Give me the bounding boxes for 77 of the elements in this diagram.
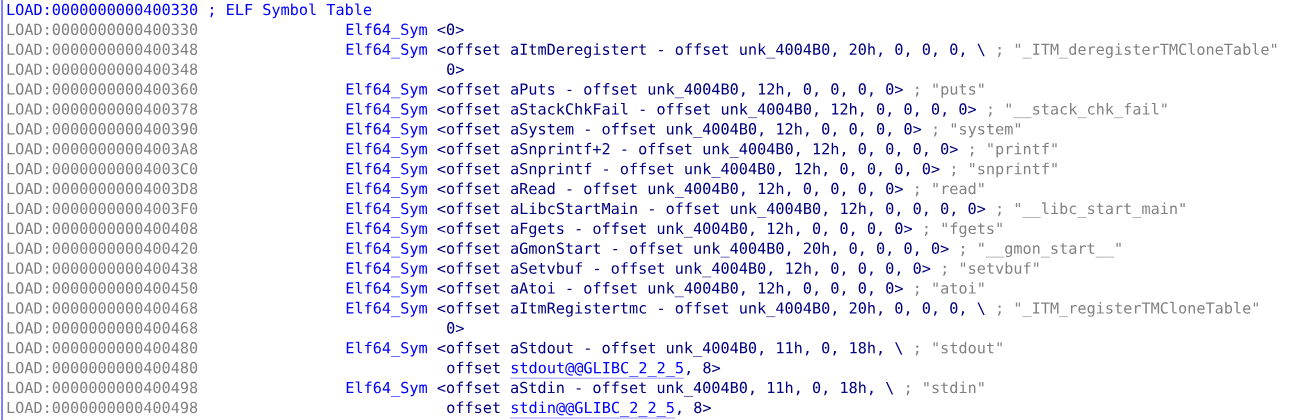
directive-text: Elf64_Sym <box>346 142 427 158</box>
operand-text: <offset aSnprintf - offset unk_4004B0, 12h, 0, 0, 0, 0> <box>437 162 940 178</box>
operand-text: <offset aAtoi - offset unk_4004B0, 12h, 0, 0, 0, 0> <box>437 282 903 298</box>
operand-text: 0> <box>447 322 464 334</box>
operand-text: <offset aPuts - offset unk_4004B0, 12h, 0, 0, 0, 0> <box>437 83 903 99</box>
address-text: LOAD:0000000000400408 <box>7 222 198 235</box>
symbol-link: stdin@@GLIBC_2_2_5 <box>510 401 676 419</box>
directive-text: Elf64_Sym <box>346 162 427 178</box>
operand-text: , 8> <box>677 401 711 416</box>
comment-text: ; "puts" <box>915 83 984 98</box>
comment-text: ; "fgets" <box>924 222 1002 238</box>
address-text: LOAD:0000000000400468 <box>7 302 198 314</box>
operand-text: <offset aStdout - offset unk_4004B0, 11h, 0, 18h, \ <box>437 341 903 357</box>
symbol-link: stdout@@GLIBC_2_2_5 <box>510 361 685 379</box>
directive-text: Elf64_Sym <box>346 182 427 198</box>
address-text: LOAD:0000000000400480 <box>7 361 198 374</box>
comment-text: ; "system" <box>934 123 1020 138</box>
directive-text: Elf64_Sym <box>346 262 427 278</box>
address-text: LOAD:0000000000400360 <box>7 83 198 95</box>
operand-text: <offset aFgets - offset unk_4004B0, 12h, 0, 0, 0, 0> <box>437 222 912 238</box>
directive-text: Elf64_Sym <box>346 122 427 138</box>
operand-text: <offset aStdin - offset unk_4004B0, 11h, 0, 18h, \ <box>437 381 894 397</box>
comment-text: ; "printf" <box>970 142 1057 158</box>
address-text: LOAD:0000000000400348 <box>7 43 198 55</box>
address-text: LOAD:0000000000400390 <box>7 123 198 135</box>
address-text: LOAD:00000000004003F0 <box>7 202 198 215</box>
operand-text: <offset aRead - offset unk_4004B0, 12h, 0, 0, 0, 0> <box>437 182 903 198</box>
address-text: LOAD:0000000000400498 <box>7 401 198 414</box>
operand-text: , 8> <box>687 361 721 376</box>
operand-text: <offset aItmRegistertmc - offset unk_4004B0, 20h, 0, 0, 0, \ <box>437 301 985 318</box>
address-text: LOAD:0000000000400480 <box>7 342 198 354</box>
address-text: LOAD:00000000004003D8 <box>7 182 198 195</box>
directive-text: Elf64_Sym <box>346 222 427 238</box>
comment-text: ; "_ITM_deregisterTMCloneTable" <box>998 43 1277 59</box>
comment-text: ; "setvbuf" <box>943 262 1039 276</box>
comment-text: ; "__gmon_start__" <box>961 242 1121 258</box>
comment-text: ; "read" <box>915 182 984 197</box>
operand-text: offset <box>447 401 500 414</box>
comment-text: ; "snprintf" <box>952 162 1057 178</box>
comment-text: ; "__stack_chk_fail" <box>988 102 1167 119</box>
address-text: LOAD:0000000000400498 <box>7 381 198 394</box>
operand-text: <offset aLibcStartMain - offset unk_4004B0, 12h, 0, 0, 0, 0> <box>437 202 986 218</box>
directive-text: Elf64_Sym <box>346 242 427 258</box>
address-text: LOAD:0000000000400468 <box>7 322 198 334</box>
directive-text: Elf64_Sym <box>346 83 427 99</box>
operand-text: <offset aSnprintf+2 - offset unk_4004B0, 12h, 0, 0, 0, 0> <box>437 142 958 158</box>
directive-text: Elf64_Sym <box>346 301 427 318</box>
comment-text: ; "__libc_start_main" <box>998 202 1185 218</box>
address-text: LOAD:0000000000400330 <box>7 23 198 36</box>
operand-text: <offset aStackChkFail - offset unk_4004B0, 12h, 0, 0, 0, 0> <box>437 102 977 119</box>
address-text: LOAD:0000000000400348 <box>7 63 198 75</box>
comment-text: ; ELF Symbol Table <box>210 3 372 19</box>
address-text: LOAD:0000000000400378 <box>7 103 198 115</box>
address-text: LOAD:0000000000400450 <box>7 282 198 294</box>
directive-text: Elf64_Sym <box>346 23 427 39</box>
address-text: LOAD:0000000000400420 <box>7 242 198 254</box>
operand-text: 0> <box>447 63 464 75</box>
directive-text: Elf64_Sym <box>346 102 427 119</box>
address-text: LOAD:0000000000400438 <box>7 262 198 274</box>
operand-text: <0> <box>437 23 464 36</box>
comment-text: ; "stdin" <box>906 381 984 396</box>
directive-text: Elf64_Sym <box>346 381 427 397</box>
address-text: LOAD:00000000004003A8 <box>7 143 198 155</box>
operand-text: <offset aSetvbuf - offset unk_4004B0, 12h, 0, 0, 0, 0> <box>437 262 931 278</box>
operand-text: <offset aGmonStart - offset unk_4004B0, 20h, 0, 0, 0, 0> <box>437 242 949 258</box>
comment-text: ; "_ITM_registerTMCloneTable" <box>998 301 1258 318</box>
operand-text: <offset aItmDeregistert - offset unk_4004B0, 20h, 0, 0, 0, \ <box>437 43 985 59</box>
directive-text: Elf64_Sym <box>346 341 427 357</box>
directive-text: Elf64_Sym <box>346 281 427 298</box>
directive-text: Elf64_Sym <box>346 43 427 59</box>
operand-text: <offset aSystem - offset unk_4004B0, 12h, 0, 0, 0, 0> <box>437 122 922 138</box>
comment-text: ; "stdout" <box>915 341 1002 356</box>
comment-text: ; "atoi" <box>915 282 984 296</box>
address-text: LOAD:00000000004003C0 <box>7 162 198 175</box>
directive-text: Elf64_Sym <box>346 202 427 218</box>
address-text: LOAD:0000000000400330 <box>7 3 198 16</box>
operand-text: offset <box>447 361 500 374</box>
